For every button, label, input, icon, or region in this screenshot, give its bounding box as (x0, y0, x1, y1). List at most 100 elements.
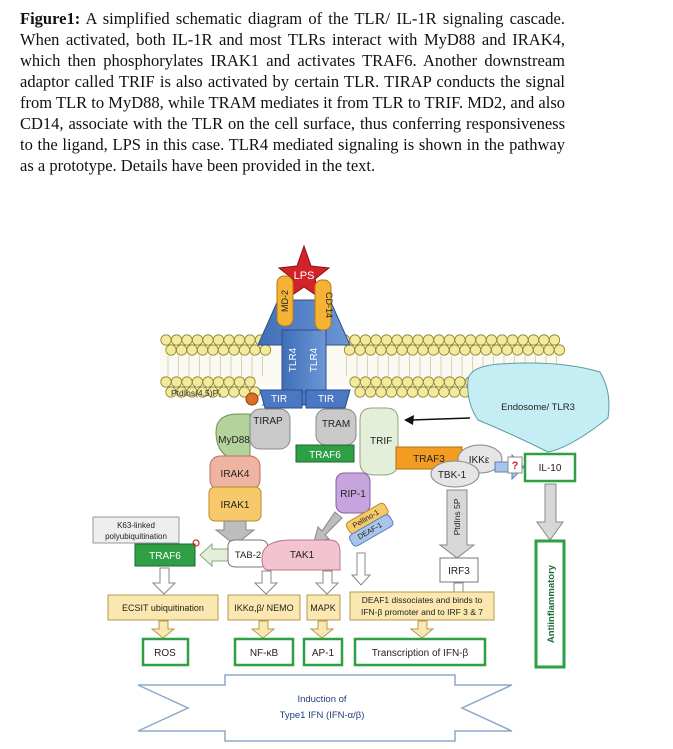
tirap-protein (249, 408, 291, 450)
k63-line1: K63-linked (117, 521, 155, 530)
lipid-head (401, 376, 414, 388)
lipid-head (443, 376, 456, 388)
tram-label: TRAM (322, 419, 350, 430)
lipid-head (202, 376, 214, 388)
deaf-line1: DEAF1 dissociates and binds to (362, 595, 483, 605)
lipid-head (417, 344, 429, 356)
endosome-label: Endosome/ TLR3 (501, 402, 575, 413)
mapk-box (306, 594, 341, 621)
il10-box (523, 452, 577, 483)
transcription-box (353, 637, 487, 667)
lipid-head (490, 344, 503, 356)
lipid-head (259, 344, 272, 356)
traf6-left-label: TRAF6 (149, 551, 181, 562)
lipid-head (370, 376, 382, 388)
tlr4-right-label: TLR4 (309, 347, 320, 372)
lipid-head (501, 344, 513, 356)
lipid-head (160, 376, 172, 388)
deaf-down-arrow (409, 620, 435, 639)
lipid-head (464, 334, 477, 346)
caption-text: A simplified schematic diagram of the TL… (20, 9, 565, 175)
tak1-label: TAK1 (290, 550, 315, 561)
lipid-head (396, 344, 408, 356)
lipid-head (385, 344, 398, 356)
lipid-head (496, 334, 508, 346)
lipid-head (443, 334, 456, 346)
antiinflammatory-label: Antiinflammatory (546, 564, 557, 643)
lipid-head (228, 344, 240, 356)
lipid-head (480, 344, 492, 356)
lipid-head (228, 386, 240, 398)
myd88-protein (215, 413, 251, 463)
irak4-label: IRAK4 (221, 469, 250, 480)
endosome-to-trif-arrow (410, 417, 471, 421)
lipid-head (223, 334, 235, 346)
lipid-head (196, 344, 209, 356)
tbk1-protein (430, 460, 480, 488)
lipid-head (170, 376, 183, 388)
lipid-head (548, 334, 561, 346)
lipid-head (401, 334, 414, 346)
tir-right-domain (305, 389, 351, 409)
induction-line1: Induction of (297, 694, 346, 705)
traf6-down-arrow (151, 567, 177, 595)
induction-banner (137, 674, 513, 742)
lipid-head (359, 334, 372, 346)
lipid-head (165, 344, 177, 356)
cd14-label: CD-14 (324, 292, 334, 318)
lipid-head (454, 334, 466, 346)
lipid-head (433, 376, 445, 388)
lipid-head (448, 386, 461, 398)
lipid-head (422, 334, 435, 346)
ikk-down-arrow (250, 620, 276, 639)
ros-label: ROS (154, 648, 176, 659)
lipid-head (543, 344, 555, 356)
arrowhead (404, 415, 414, 425)
lipid-head (380, 334, 393, 346)
lipid-head (438, 344, 450, 356)
lipid-head (181, 376, 193, 388)
lipid-head (396, 386, 408, 398)
lipid-head (191, 334, 204, 346)
tlr4-left-label: TLR4 (288, 347, 299, 372)
irak1-label: IRAK1 (221, 500, 250, 511)
lps-label: LPS (294, 270, 315, 282)
lipid-head (459, 344, 471, 356)
lipid-head (532, 344, 545, 356)
ikk-nemo-box (227, 594, 301, 621)
lipid-head (244, 376, 256, 388)
lipid-head (364, 344, 377, 356)
lipid-head (506, 334, 519, 346)
mapk-label: MAPK (310, 603, 336, 613)
lipid-head (238, 344, 251, 356)
lipid-head (233, 376, 246, 388)
mapk-down-arrow (309, 620, 335, 639)
lipid-head (538, 334, 550, 346)
ikk-nemo-label: IKKα,β/ NEMO (234, 603, 293, 613)
deaf-dissociate-box (349, 591, 495, 621)
lipid-head (427, 344, 440, 356)
ap1-label: AP-1 (312, 648, 335, 659)
lipid-head (454, 376, 466, 388)
il10-label: IL-10 (539, 463, 562, 474)
lipid-head (370, 334, 382, 346)
lipid-head (433, 334, 445, 346)
k63-line2: polyubiquitination (105, 532, 167, 541)
tab2-arrow (199, 542, 229, 568)
deaf-line2: IFN-β promoter and to IRF 3 & 7 (361, 607, 483, 617)
tbk1-label: TBK-1 (438, 470, 467, 481)
md2-protein (276, 275, 294, 327)
tak1-protein (261, 539, 341, 571)
lipid-head (391, 376, 403, 388)
lipid-head (469, 344, 482, 356)
lipid-head (522, 344, 534, 356)
lipid-head (343, 344, 356, 356)
caption-label: Figure1: (20, 9, 81, 28)
lipid-head (475, 334, 487, 346)
nfkb-label: NF-κB (250, 648, 279, 659)
lipid-head (359, 376, 372, 388)
lipid-head (244, 334, 256, 346)
lipid-head (517, 334, 529, 346)
trif-label: TRIF (370, 436, 392, 447)
nfkb-box (233, 637, 295, 667)
